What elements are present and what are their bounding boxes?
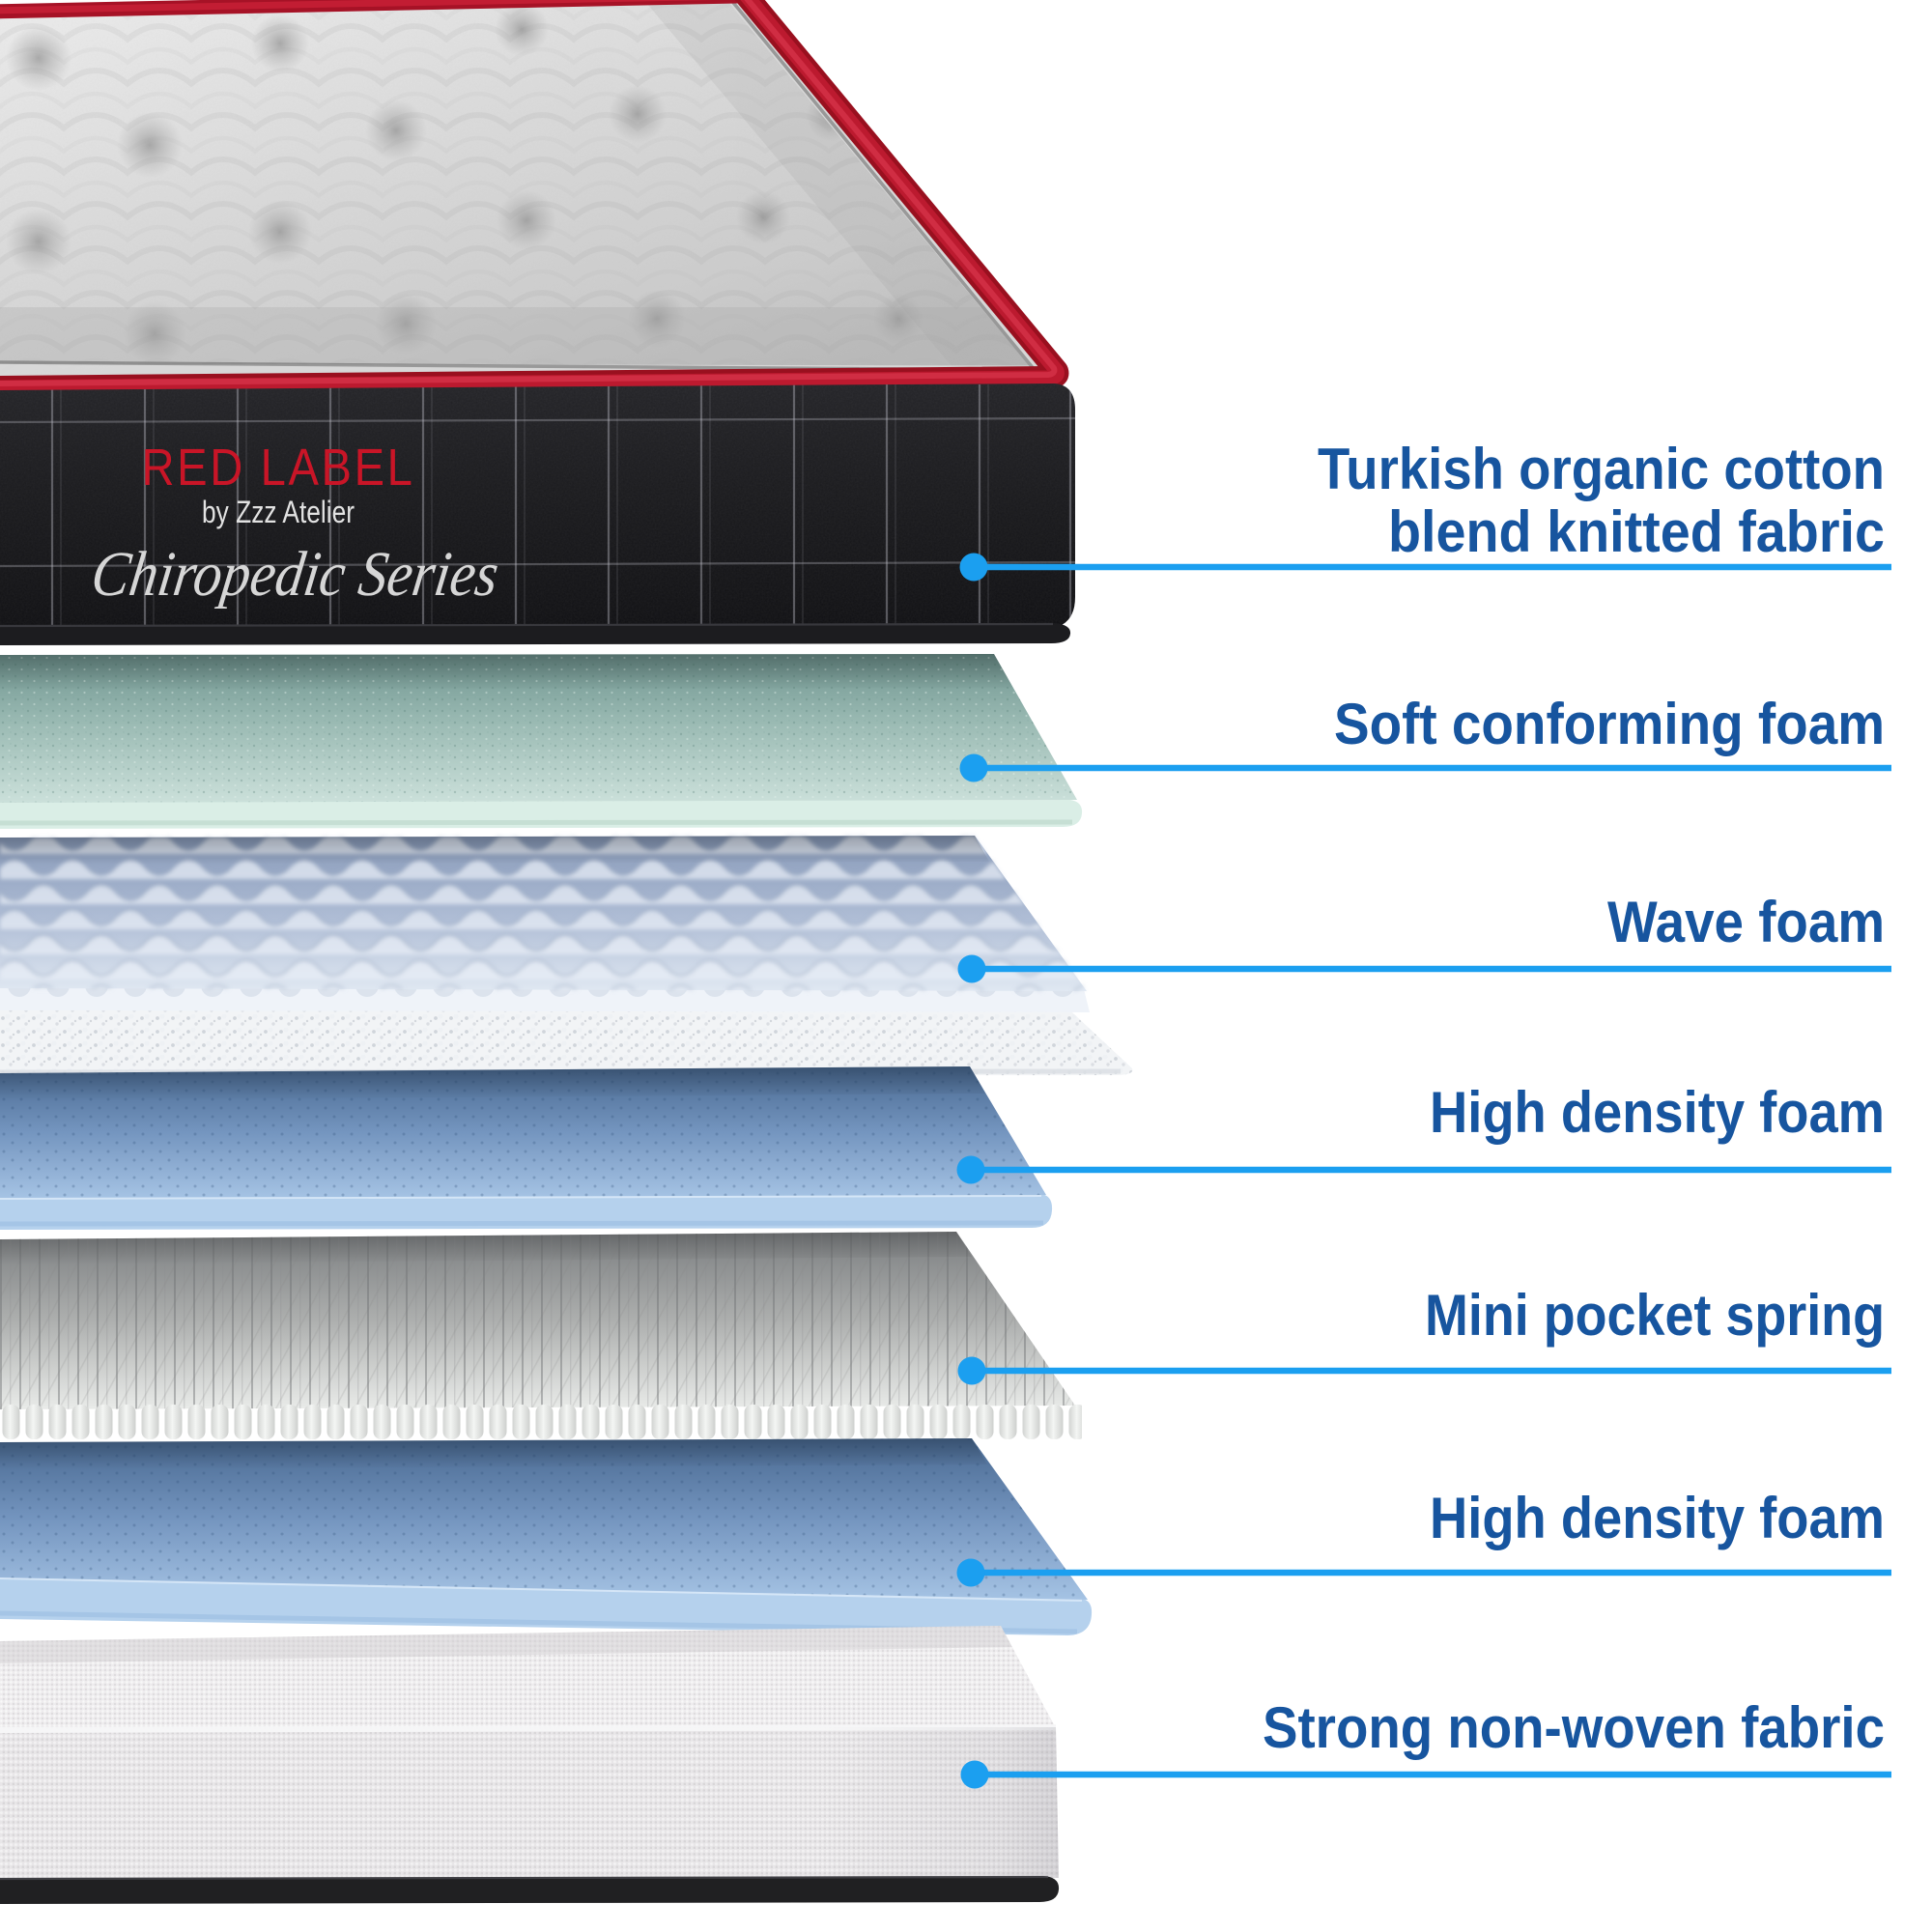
svg-text:Mini pocket spring: Mini pocket spring (1425, 1283, 1885, 1348)
svg-text:Wave foam: Wave foam (1607, 890, 1885, 954)
svg-text:High density foam: High density foam (1430, 1486, 1885, 1550)
svg-text:by Zzz Atelier: by Zzz Atelier (202, 495, 355, 529)
svg-text:Strong non-woven fabric: Strong non-woven fabric (1263, 1695, 1885, 1760)
svg-text:Turkish organic cotton: Turkish organic cotton (1318, 437, 1885, 501)
svg-text:Chiropedic Series: Chiropedic Series (87, 539, 502, 610)
svg-text:blend knitted fabric: blend knitted fabric (1388, 499, 1885, 564)
svg-text:RED LABEL: RED LABEL (142, 439, 415, 497)
svg-text:High density foam: High density foam (1430, 1080, 1885, 1145)
svg-text:Soft conforming foam: Soft conforming foam (1334, 692, 1885, 756)
